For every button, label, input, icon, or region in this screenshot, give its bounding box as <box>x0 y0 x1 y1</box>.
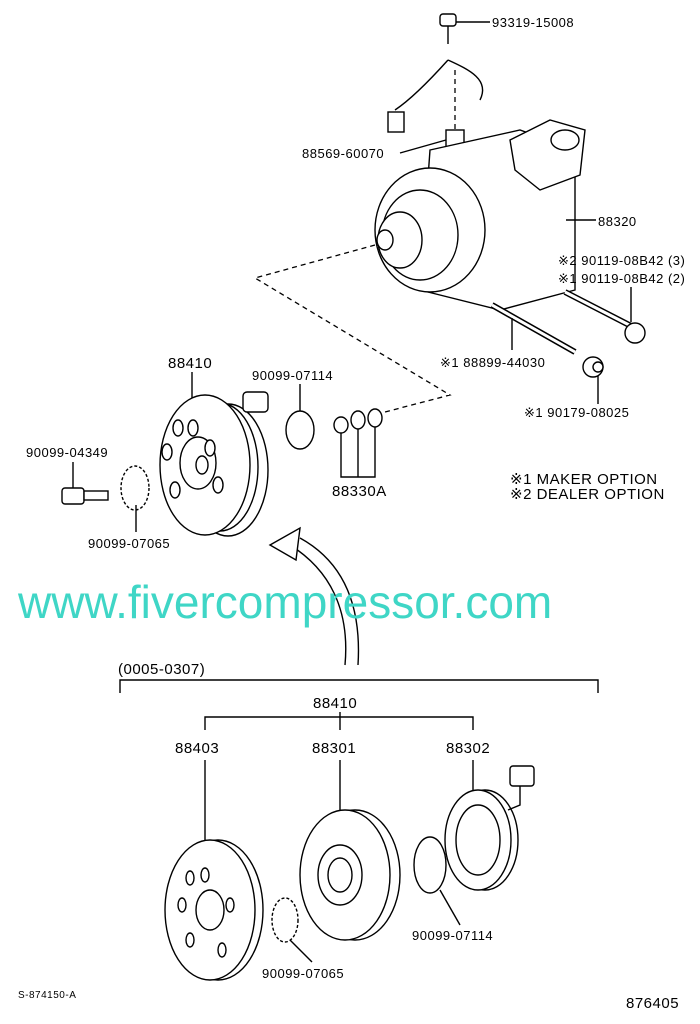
label-bolt-dealer: ※2 90119-08B42 (3) <box>558 253 685 268</box>
snap-ring-lower <box>413 836 447 894</box>
label-compressor: 88320 <box>598 214 637 229</box>
legend: ※1 MAKER OPTION ※2 DEALER OPTION <box>510 471 665 503</box>
label-stud: ※1 88899-44030 <box>440 355 545 370</box>
wire-harness <box>394 59 484 111</box>
label-screw-top: 93319-15008 <box>492 15 574 30</box>
screw-part <box>439 13 490 44</box>
field-coil <box>444 765 535 891</box>
drawing-code: S-874150-A <box>18 990 76 1001</box>
label-shims: 88330A <box>332 483 387 500</box>
nut <box>582 356 604 404</box>
label-nut: ※1 90179-08025 <box>524 405 629 420</box>
svg-text:※2 DEALER OPTION: ※2 DEALER OPTION <box>510 486 665 503</box>
label-connector: 88569-60070 <box>302 146 384 161</box>
svg-text:※1 MAKER OPTION: ※1 MAKER OPTION <box>510 471 658 488</box>
label-hub: 88403 <box>175 740 219 757</box>
diagram-id: 876405 <box>626 995 679 1012</box>
label-snap-ring-lower: 90099-07114 <box>412 928 493 943</box>
connector-plug <box>387 111 405 133</box>
snap-ring-upper <box>285 410 315 450</box>
label-bolt-front: 90099-04349 <box>26 445 108 460</box>
legend-mark-2: ※2 <box>510 486 532 503</box>
label-bolt-maker: ※1 90119-08B42 (2) <box>558 271 685 286</box>
label-snap-ring-upper: 90099-07114 <box>252 368 333 383</box>
front-bolt <box>61 487 109 505</box>
arrow-curve <box>289 537 360 666</box>
label-pulley: 88301 <box>312 740 356 757</box>
pulley <box>299 809 401 941</box>
compressor-body <box>374 119 586 311</box>
watermark: www.fivercompressor.com <box>17 576 552 628</box>
hub-plate <box>164 839 264 981</box>
legend-mark-1: ※1 <box>510 471 532 488</box>
label-clutch-assy: 88410 <box>168 355 212 372</box>
label-clutch-assy-lower: 88410 <box>313 695 357 712</box>
label-stator: 88302 <box>446 740 490 757</box>
shim-upper <box>120 465 150 511</box>
legend-text-1: MAKER OPTION <box>537 471 658 488</box>
long-bolt <box>563 287 646 344</box>
clutch-pulley-upper <box>159 391 269 537</box>
arrow-head <box>268 526 301 562</box>
shim-lower <box>271 897 299 943</box>
legend-text-2: DEALER OPTION <box>537 486 665 503</box>
label-shim-lower: 90099-07065 <box>262 966 344 981</box>
label-shim-upper: 90099-07065 <box>88 536 170 551</box>
shims-upper <box>333 408 383 478</box>
date-range: (0005-0307) <box>118 661 205 678</box>
stud-bolt <box>490 302 577 355</box>
